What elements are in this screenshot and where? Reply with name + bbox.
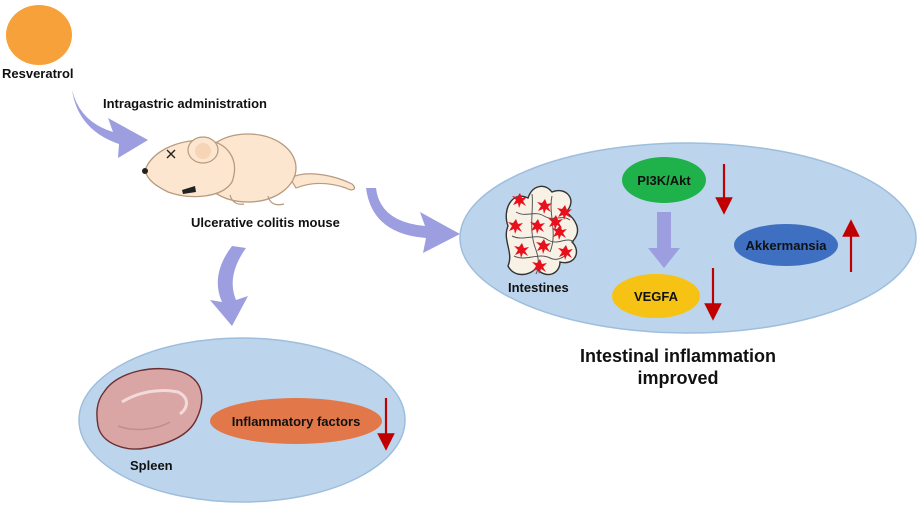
administration-label: Intragastric administration <box>103 96 267 111</box>
outcome-line1: Intestinal inflammation <box>580 346 776 366</box>
mouse-illustration <box>142 133 356 206</box>
pi3k-to-vegfa-arrow-icon <box>648 212 680 268</box>
resveratrol-pill-icon <box>6 5 72 65</box>
administration-arrow-icon <box>72 90 148 158</box>
vegfa-label: VEGFA <box>634 289 679 304</box>
intestines-label: Intestines <box>508 280 569 295</box>
outcome-line2: improved <box>637 368 718 388</box>
pi3k-node <box>622 157 706 203</box>
vegfa-node <box>612 274 700 318</box>
mouse-label: Ulcerative colitis mouse <box>191 215 340 230</box>
spleen-arrow-icon <box>210 246 248 326</box>
akkermansia-node <box>734 224 838 266</box>
spleen-illustration <box>96 367 203 450</box>
intestines-illustration <box>505 185 579 276</box>
spleen-label: Spleen <box>130 458 173 473</box>
resveratrol-label: Resveratrol <box>2 66 74 81</box>
inflammatory-label: Inflammatory factors <box>232 414 361 429</box>
intestine-panel <box>459 142 917 334</box>
akkermansia-label: Akkermansia <box>746 238 828 253</box>
pi3k-label: PI3K/Akt <box>637 173 691 188</box>
inflammatory-node <box>210 398 382 444</box>
intestine-arrow-icon <box>366 188 460 253</box>
